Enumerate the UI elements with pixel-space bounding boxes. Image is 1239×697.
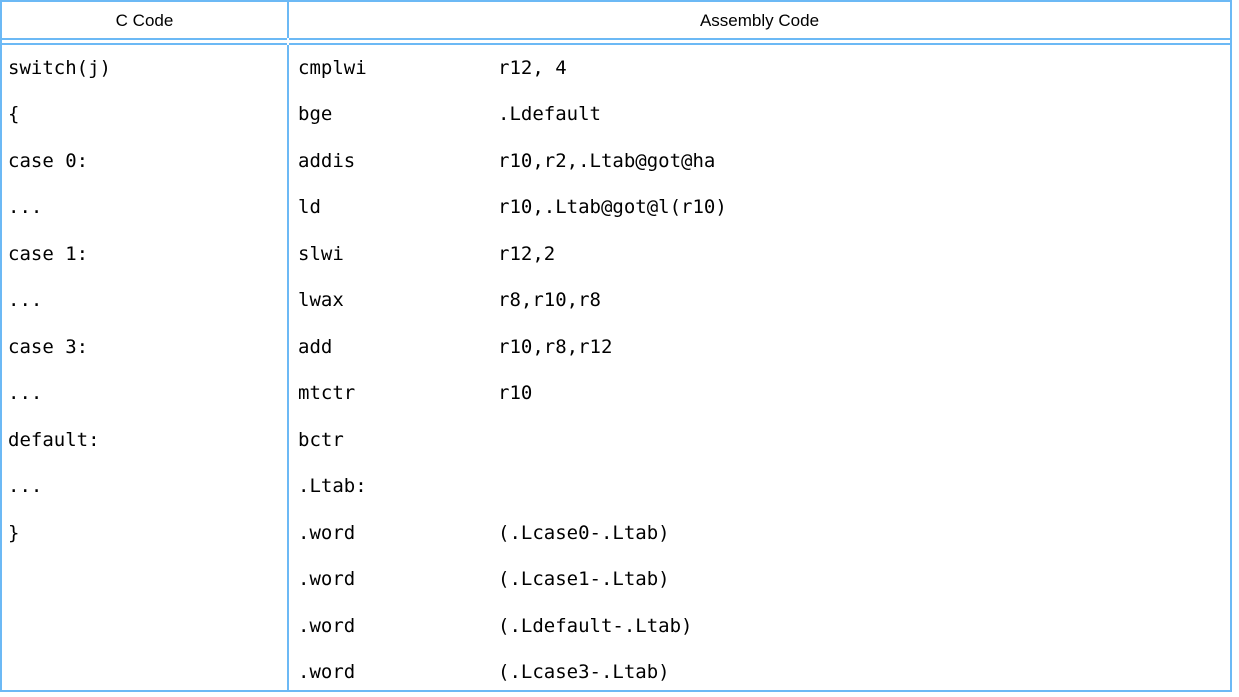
assembly-mnemonic: bctr (298, 428, 344, 451)
assembly-mnemonic: .word (298, 521, 356, 544)
assembly-operand: (.Lcase0-.Ltab) (498, 521, 670, 544)
assembly-operand: (.Ldefault-.Ltab) (498, 614, 693, 637)
c-code-cell: { (8, 103, 20, 126)
assembly-code-cell: .word (.Lcase0-.Ltab) (289, 521, 1230, 544)
column-divider (287, 45, 289, 690)
assembly-mnemonic: cmplwi (298, 56, 367, 79)
assembly-operand: r10,r2,.Ltab@got@ha (498, 149, 716, 172)
assembly-code-cell: bge .Ldefault (289, 105, 1230, 124)
table-row: ... lwax r8,r10,r8 (2, 278, 1230, 325)
table-row: .word (.Lcase3-.Ltab) (2, 650, 1230, 697)
assembly-mnemonic: ld (298, 196, 321, 219)
c-code-cell: } (8, 521, 20, 544)
assembly-mnemonic: .word (298, 568, 356, 591)
assembly-operand: r12, 4 (498, 56, 567, 79)
c-code-cell: case 1: (8, 242, 89, 265)
table-row: default: bctr (2, 417, 1230, 464)
assembly-mnemonic: mtctr (298, 382, 356, 405)
column-header-assembly-code: Assembly Code (699, 10, 820, 30)
header-rule-column-gap (287, 38, 289, 45)
c-code-cell: case 3: (8, 335, 89, 358)
table-row: ... ld r10,.Ltab@got@l(r10) (2, 185, 1230, 232)
table-body: switch(j) cmplwi r12, 4 { bge .Ldefault case 0… (2, 45, 1230, 690)
assembly-mnemonic: add (298, 335, 333, 358)
assembly-mnemonic: bge (298, 103, 333, 126)
table-row: case 0: addis r10,r2,.Ltab@got@ha (2, 138, 1230, 185)
assembly-mnemonic: slwi (298, 242, 344, 265)
column-header-c-code: C Code (2, 2, 289, 38)
table-row: case 1: slwi r12,2 (2, 231, 1230, 278)
assembly-mnemonic: lwax (298, 289, 344, 312)
assembly-code-cell: slwi r12,2 (289, 242, 1230, 265)
table-row: case 3: add r10,r8,r12 (2, 324, 1230, 371)
assembly-code-cell: .word (.Lcase3-.Ltab) (289, 663, 1230, 682)
assembly-operand: .Ldefault (498, 103, 601, 126)
table-row: .word (.Lcase1-.Ltab) (2, 557, 1230, 604)
assembly-mnemonic: addis (298, 149, 356, 172)
assembly-operand: r8,r10,r8 (498, 289, 601, 312)
assembly-mnemonic: .word (298, 661, 356, 684)
assembly-code-cell: .word (.Ldefault-.Ltab) (289, 614, 1230, 637)
table-header-row: C Code Assembly Code (2, 2, 1230, 38)
assembly-code-cell: addis r10,r2,.Ltab@got@ha (289, 149, 1230, 172)
header-rule-bottom (2, 43, 1230, 45)
assembly-operand: r10,r8,r12 (498, 335, 613, 358)
table-row: ... mtctr r10 (2, 371, 1230, 418)
assembly-code-cell: .Ltab: (289, 477, 1230, 496)
table-row: { bge .Ldefault (2, 92, 1230, 139)
c-code-cell: ... (8, 289, 43, 312)
table-row: } .word (.Lcase0-.Ltab) (2, 510, 1230, 557)
c-code-cell: default: (8, 428, 100, 451)
header-rule-top (2, 38, 1230, 40)
c-code-cell: ... (8, 382, 43, 405)
assembly-mnemonic: .word (298, 614, 356, 637)
assembly-code-cell: mtctr r10 (289, 384, 1230, 403)
assembly-code-cell: cmplwi r12, 4 (289, 56, 1230, 79)
assembly-code-cell: add r10,r8,r12 (289, 335, 1230, 358)
c-code-cell: case 0: (8, 149, 89, 172)
assembly-operand: r10,.Ltab@got@l(r10) (498, 196, 727, 219)
table-row: switch(j) cmplwi r12, 4 (2, 45, 1230, 92)
assembly-operand: (.Lcase1-.Ltab) (498, 568, 670, 591)
c-code-cell: ... (8, 196, 43, 219)
c-code-cell: ... (8, 475, 43, 498)
assembly-operand: (.Lcase3-.Ltab) (498, 661, 670, 684)
header-double-rule (2, 38, 1230, 45)
assembly-operand (498, 477, 1230, 496)
c-code-cell: switch(j) (8, 56, 111, 79)
assembly-code-cell: lwax r8,r10,r8 (289, 291, 1230, 310)
assembly-code-cell: bctr (289, 428, 1230, 451)
table-row: ... .Ltab: (2, 464, 1230, 511)
table-row: .word (.Ldefault-.Ltab) (2, 603, 1230, 650)
assembly-operand: r12,2 (498, 242, 556, 265)
assembly-mnemonic: .Ltab: (298, 475, 367, 498)
assembly-operand (498, 431, 1230, 450)
assembly-code-cell: .word (.Lcase1-.Ltab) (289, 570, 1230, 589)
assembly-operand: r10 (498, 382, 533, 405)
assembly-code-cell: ld r10,.Ltab@got@l(r10) (289, 198, 1230, 217)
